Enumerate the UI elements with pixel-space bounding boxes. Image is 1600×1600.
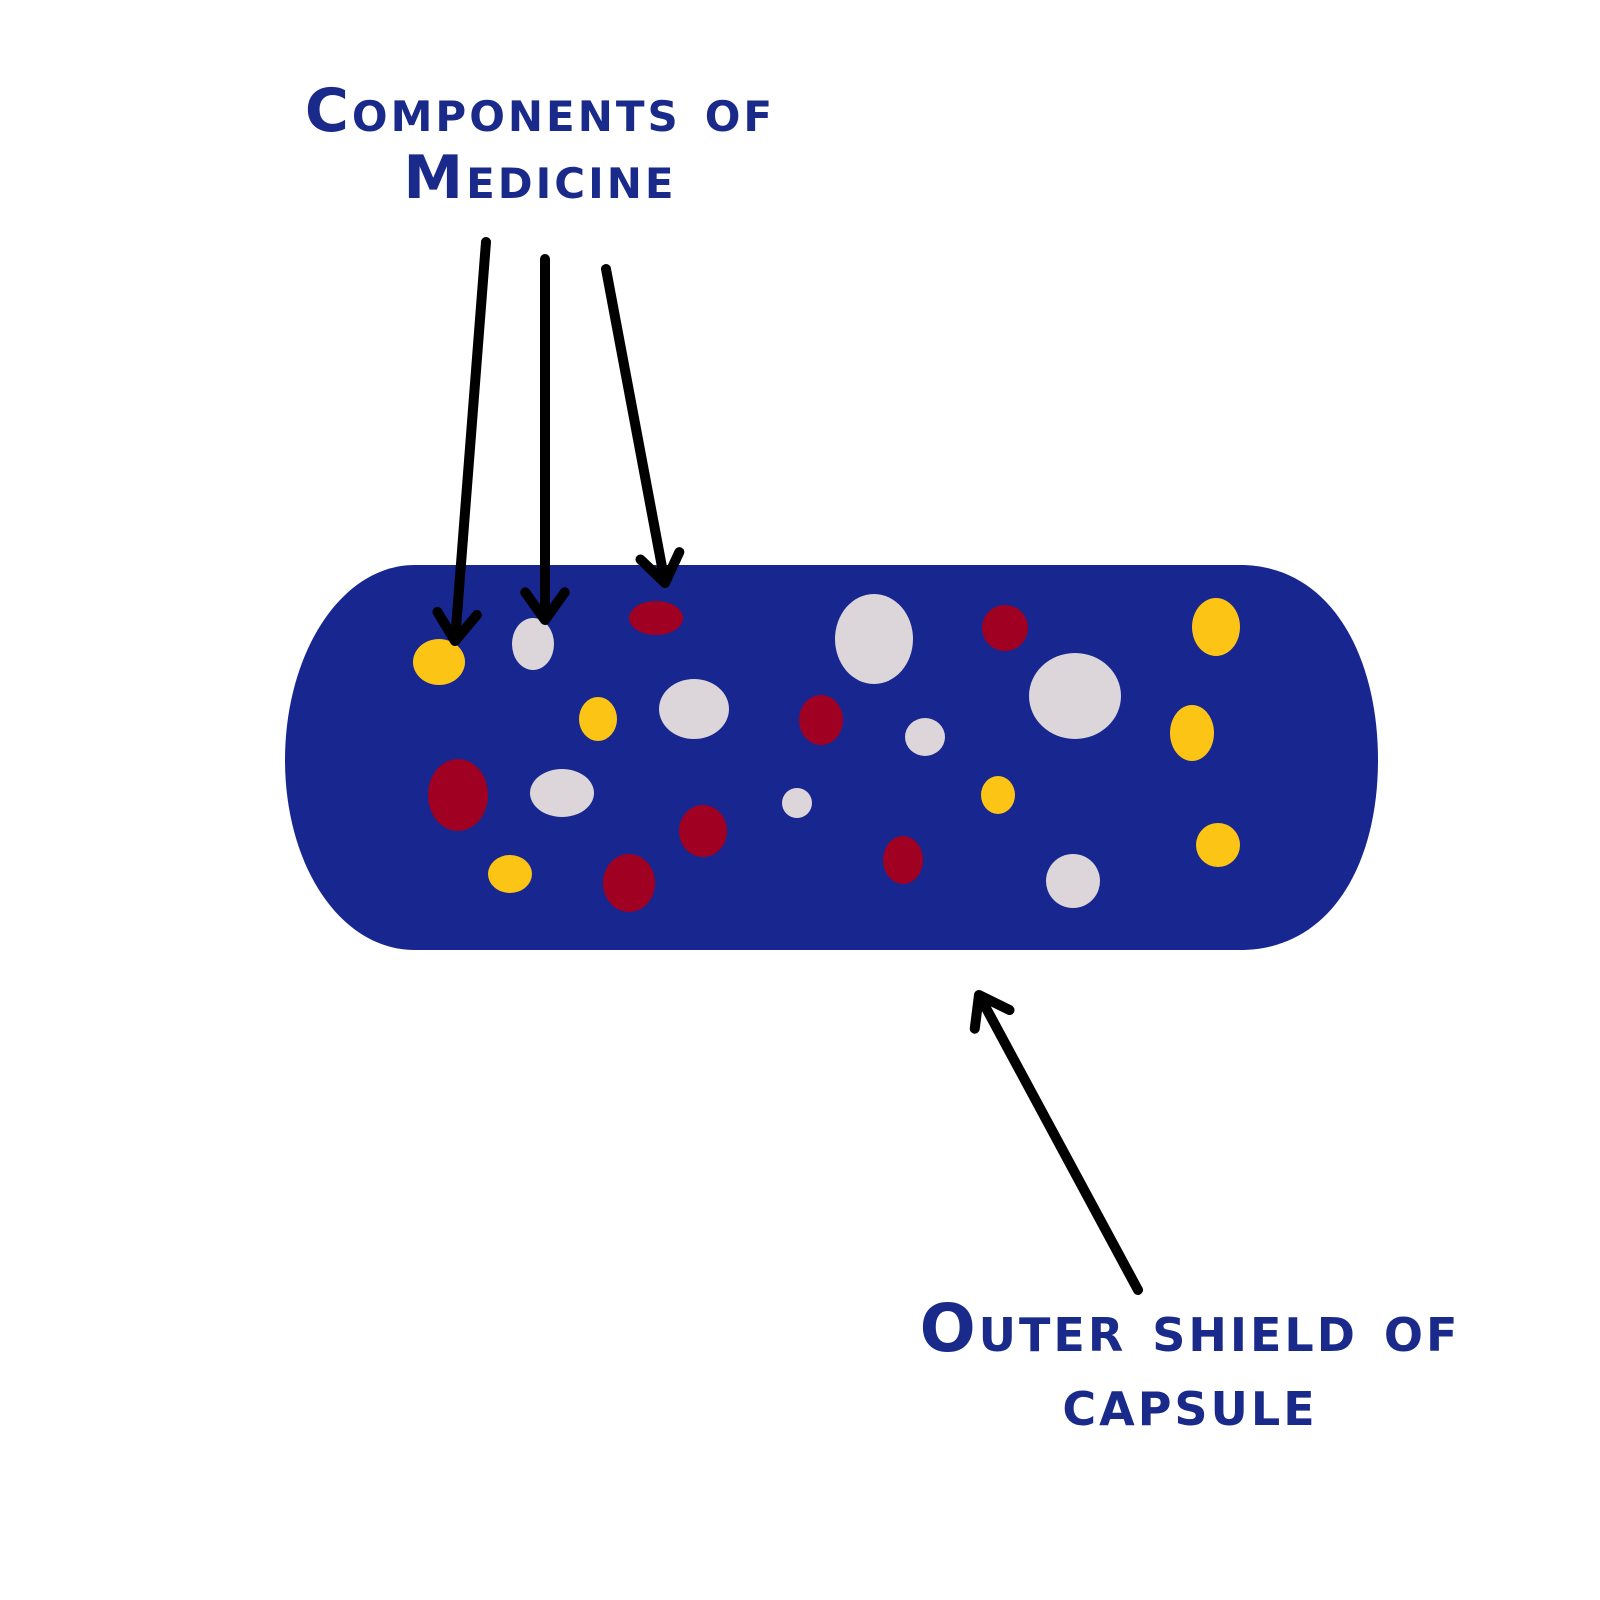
components-of-medicine-label: Components of Medicine [240, 76, 840, 214]
yellow-particle [1192, 598, 1240, 656]
grey-particle [1046, 854, 1100, 908]
grey-particle [659, 679, 729, 739]
yellow-particle [579, 697, 617, 741]
yellow-particle [1196, 823, 1240, 867]
shield-arrow [969, 990, 1143, 1295]
grey-particle [782, 788, 812, 818]
red-particle [629, 601, 683, 635]
components-label-line-1: Components of [304, 76, 776, 146]
shield-label-line-2: capsule [1062, 1363, 1318, 1441]
arrow-line [520, 254, 570, 625]
components-label-line-2: Medicine [403, 143, 677, 214]
arrow-line [432, 237, 491, 646]
shield-label-line-1: Outer shield of [919, 1290, 1461, 1367]
grey-particle [835, 594, 913, 684]
red-particle [428, 759, 488, 831]
pointer-arrows [432, 237, 1143, 1295]
medicine-particles [413, 594, 1240, 912]
red-particle [799, 695, 843, 745]
red-particle [982, 605, 1028, 651]
red-particle [883, 836, 923, 884]
component-arrow [601, 264, 685, 588]
capsule-shell [285, 565, 1378, 950]
outer-shield-label: Outer shield of capsule [820, 1292, 1560, 1440]
arrow-line [969, 990, 1143, 1295]
yellow-particle [981, 776, 1015, 814]
yellow-particle [413, 639, 465, 685]
grey-particle [530, 769, 594, 817]
yellow-particle [1170, 705, 1214, 761]
grey-particle [512, 618, 554, 670]
yellow-particle [488, 855, 532, 893]
red-particle [603, 854, 655, 912]
arrow-line [601, 264, 685, 588]
component-arrow [520, 254, 570, 625]
grey-particle [1029, 653, 1121, 739]
grey-particle [905, 718, 945, 756]
component-arrow [432, 237, 491, 646]
red-particle [679, 805, 727, 857]
